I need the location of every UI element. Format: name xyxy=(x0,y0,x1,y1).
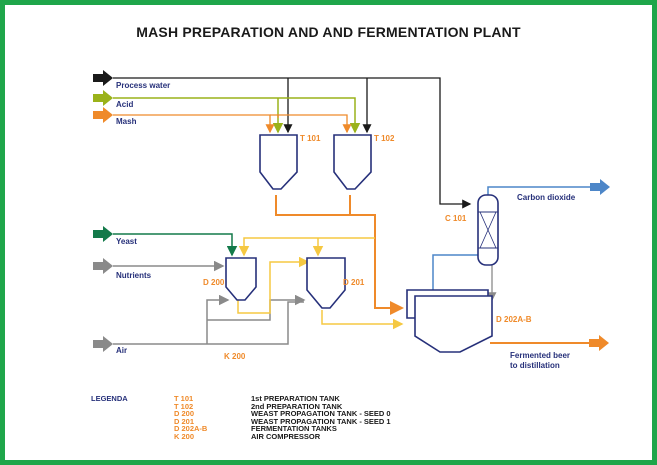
label-fermented-beer: Fermented beer xyxy=(510,351,570,360)
air-inlet-arrow xyxy=(93,336,113,352)
tank-t102 xyxy=(333,134,372,190)
legend-description: WEAST PROPAGATION TANK - SEED 1 xyxy=(251,416,391,426)
legend-description: 1st PREPARATION TANK xyxy=(251,394,340,403)
label-mash: Mash xyxy=(116,117,137,126)
nutrients-inlet-arrow xyxy=(93,258,113,274)
co2-lines xyxy=(432,186,590,290)
tank-d201 xyxy=(306,257,346,309)
process-water-inlet-arrow xyxy=(93,70,113,86)
legend-code: D 200 xyxy=(174,409,195,419)
label-t101: T 101 xyxy=(300,134,321,143)
mash-inlet-arrow xyxy=(93,107,113,123)
legend-description: 2nd PREPARATION TANK xyxy=(251,401,343,411)
fermented-beer-outlet-arrow xyxy=(589,335,609,351)
label-d202: D 202A-B xyxy=(496,315,532,324)
mash-lines xyxy=(113,114,352,134)
air-lines xyxy=(113,294,306,345)
tank-d200 xyxy=(225,257,257,301)
label-to-distillation: to distillation xyxy=(510,361,560,370)
legend-code: T 101 xyxy=(174,394,194,403)
label-c101: C 101 xyxy=(445,214,467,223)
yeast-line xyxy=(113,233,238,257)
seed-transfer-lines xyxy=(237,237,404,330)
process-water-lines xyxy=(113,77,472,209)
label-process-water: Process water xyxy=(116,81,170,90)
diagram-title: MASH PREPARATION AND AND FERMENTATION PL… xyxy=(136,24,521,40)
legend-code: K 200 xyxy=(174,432,195,441)
legend-description: WEAST PROPAGATION TANK - SEED 0 xyxy=(251,409,391,419)
legend-description: AIR COMPRESSOR xyxy=(251,432,321,441)
label-air: Air xyxy=(116,346,127,355)
acid-inlet-arrow xyxy=(93,90,113,106)
label-carbon-dioxide: Carbon dioxide xyxy=(517,193,576,202)
label-yeast: Yeast xyxy=(116,237,137,246)
carbon-dioxide-outlet-arrow xyxy=(590,179,610,195)
legend-description: FERMENTATION TANKS xyxy=(251,424,337,434)
legend-heading: LEGENDA xyxy=(91,394,128,403)
label-k200: K 200 xyxy=(224,352,246,361)
yeast-inlet-arrow xyxy=(93,226,113,242)
label-d201: D 201 xyxy=(343,278,365,287)
label-nutrients: Nutrients xyxy=(116,271,152,280)
label-d200: D 200 xyxy=(203,278,225,287)
tank-d202 xyxy=(406,289,493,353)
label-t102: T 102 xyxy=(374,134,395,143)
column-c101 xyxy=(477,194,499,266)
legend-code: D 202A-B xyxy=(174,424,208,434)
legend-code: T 102 xyxy=(174,401,194,411)
mash-transfer-lines xyxy=(275,195,404,315)
tank-t101 xyxy=(259,134,298,190)
legend-code: D 201 xyxy=(174,416,195,426)
label-acid: Acid xyxy=(116,100,133,109)
